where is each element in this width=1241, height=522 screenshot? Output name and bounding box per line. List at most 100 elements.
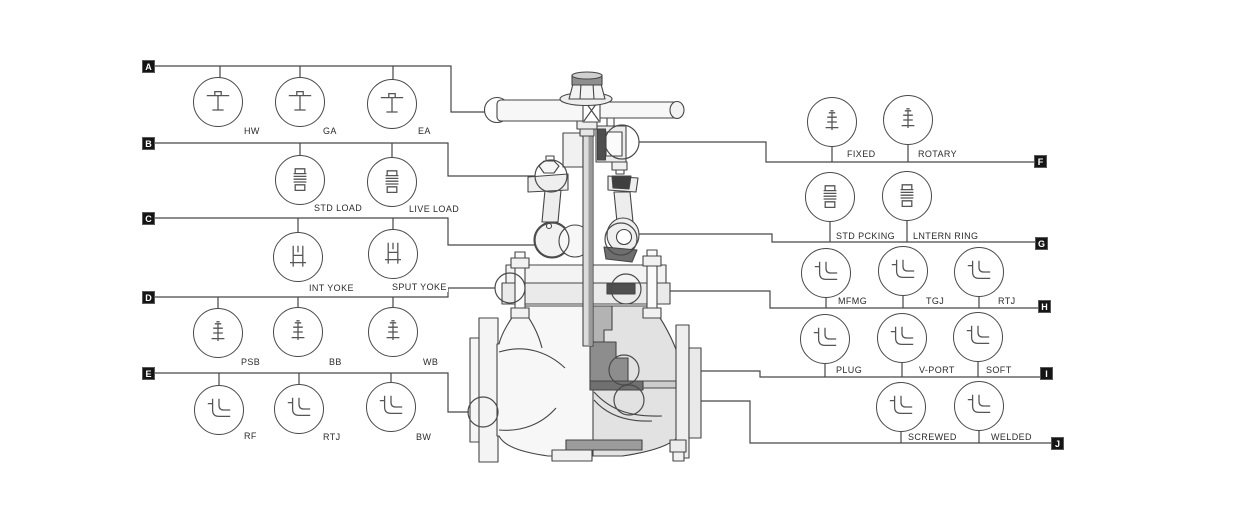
option-sketch-icon (809, 323, 841, 355)
group-badge-i: I (1040, 367, 1053, 380)
option-circle-std-load (275, 155, 325, 205)
option-label-rf: RF (243, 431, 258, 441)
option-sketch-icon (282, 316, 314, 348)
option-circle-live-load (367, 157, 417, 207)
group-badge-g: G (1035, 237, 1048, 250)
group-badge-c: C (142, 212, 155, 225)
option-circle-lntern-ring (882, 171, 932, 221)
option-circle-v-port (877, 313, 927, 363)
option-label-std-load: STD LOAD (313, 203, 364, 213)
valve-yoke (533, 189, 640, 263)
group-badge-h: H (1038, 300, 1051, 313)
option-circle-psb (193, 308, 243, 358)
option-circle-rotary (883, 95, 933, 145)
option-sketch-icon (377, 316, 409, 348)
option-label-bb: BB (328, 357, 343, 367)
option-sketch-icon (202, 86, 234, 118)
option-label-plug: PLUG (835, 365, 864, 375)
option-circle-hw (193, 77, 243, 127)
option-circle-soft (953, 312, 1003, 362)
option-sketch-icon (810, 257, 842, 289)
option-label-psb: PSB (240, 357, 262, 367)
option-label-rotary: ROTARY (917, 149, 959, 159)
callout-circles (467, 124, 645, 428)
option-circle-rtj-right (954, 247, 1004, 297)
option-sketch-icon (376, 88, 408, 120)
leader-line-a (155, 65, 485, 113)
leader-line-g (637, 221, 1035, 243)
option-circle-std-pcking (805, 172, 855, 222)
option-circle-welded (954, 381, 1004, 431)
option-sketch-icon (816, 106, 848, 138)
group-badge-d: D (142, 291, 155, 304)
handwheel-bar (483, 71, 685, 124)
callout-circle-f (604, 124, 640, 160)
option-sketch-icon (963, 256, 995, 288)
option-circle-bw (366, 382, 416, 432)
option-label-v-port: V-PORT (918, 365, 956, 375)
option-sketch-icon (203, 394, 235, 426)
group-badge-a: A (142, 60, 155, 73)
option-circle-fixed (807, 97, 857, 147)
group-badge-f: F (1034, 155, 1047, 168)
option-label-std-pcking: STD PCKING (835, 231, 897, 241)
callout-circle-d (494, 272, 526, 304)
valve-illustration (467, 71, 702, 463)
option-sketch-icon (963, 390, 995, 422)
option-circle-rtj-left (274, 384, 324, 434)
option-label-ga: GA (322, 126, 338, 136)
leader-line-h (641, 290, 1038, 309)
option-sketch-icon (375, 391, 407, 423)
option-label-welded: WELDED (990, 432, 1033, 442)
callout-circle-j (613, 384, 645, 416)
option-label-wb: WB (422, 357, 440, 367)
group-badge-j: J (1051, 437, 1064, 450)
callout-circle-b (534, 159, 568, 193)
option-label-mfmg: MFMG (837, 296, 869, 306)
option-sketch-icon (376, 166, 408, 198)
leader-lines (155, 65, 1051, 444)
option-sketch-icon (283, 393, 315, 425)
option-sketch-icon (284, 86, 316, 118)
leader-line-b (155, 142, 535, 177)
option-label-screwed: SCREWED (907, 432, 958, 442)
option-sketch-icon (282, 241, 314, 273)
option-circle-screwed (876, 382, 926, 432)
option-label-rtj-right: RTJ (997, 296, 1017, 306)
option-circle-mfmg (801, 248, 851, 298)
option-circle-wb (368, 307, 418, 357)
option-label-live-load: LIVE LOAD (408, 204, 461, 214)
option-sketch-icon (885, 391, 917, 423)
option-sketch-icon (892, 104, 924, 136)
group-badge-e: E (142, 367, 155, 380)
option-sketch-icon (284, 164, 316, 196)
leader-line-c (155, 217, 536, 246)
option-sketch-icon (887, 255, 919, 287)
option-label-bw: BW (415, 432, 433, 442)
option-label-int-yoke: INT YOKE (308, 283, 355, 293)
option-sketch-icon (886, 322, 918, 354)
callout-circle-c (534, 222, 570, 258)
leader-line-d (155, 287, 495, 309)
option-sketch-icon (202, 317, 234, 349)
option-circle-bb (273, 307, 323, 357)
option-circle-plug (800, 314, 850, 364)
leader-line-i (639, 362, 1040, 378)
callout-circle-e (467, 396, 499, 428)
option-circle-rf (194, 385, 244, 435)
option-sketch-icon (814, 181, 846, 213)
option-label-sput-yoke: SPUT YOKE (391, 282, 448, 292)
leader-line-e (155, 372, 469, 413)
option-label-fixed: FIXED (846, 149, 877, 159)
option-circle-int-yoke (273, 232, 323, 282)
option-sketch-icon (891, 180, 923, 212)
option-label-tgj: TGJ (925, 296, 946, 306)
callout-circle-i (608, 354, 640, 386)
option-label-rtj-left: RTJ (322, 432, 342, 442)
option-label-lntern-ring: LNTERN RING (912, 231, 980, 241)
option-circle-ga (275, 77, 325, 127)
leader-line-f (639, 141, 1034, 163)
option-circle-sput-yoke (368, 229, 418, 279)
option-sketch-icon (377, 238, 409, 270)
